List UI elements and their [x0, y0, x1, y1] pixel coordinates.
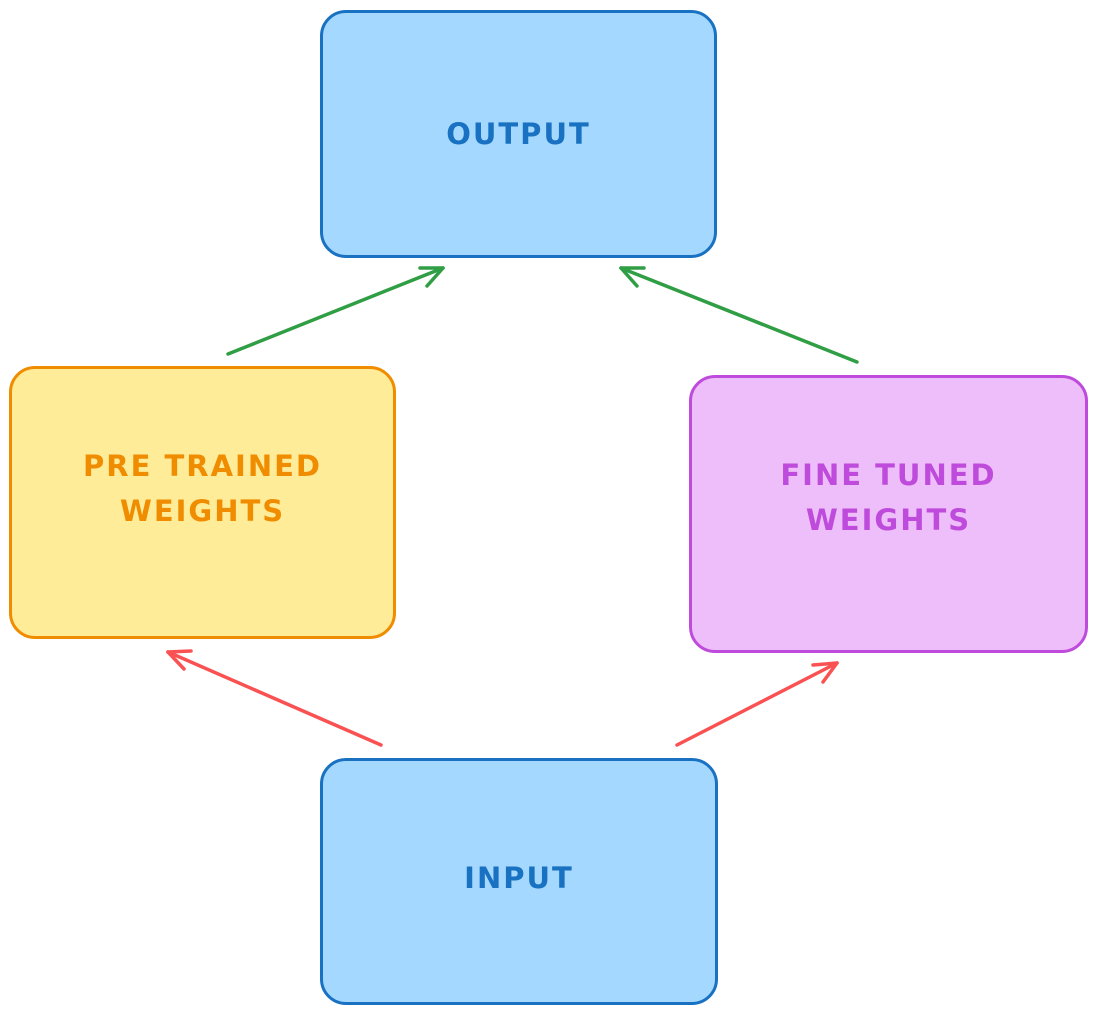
- output-node-label: OUTPUT: [446, 116, 591, 151]
- finetuned-weights-node-label: FINE TUNED WEIGHTS: [780, 458, 997, 537]
- arrow-finetuned-to-output: [619, 266, 859, 364]
- arrow-pretrained-to-output: [226, 266, 445, 356]
- pretrained-weights-node-label: PRE TRAINED WEIGHTS: [83, 448, 322, 528]
- arrow-input-to-pretrained: [166, 649, 383, 747]
- pretrained-weights-node[interactable]: PRE TRAINED WEIGHTS: [9, 366, 396, 639]
- input-node-label: INPUT: [464, 861, 574, 895]
- finetuned-weights-node[interactable]: FINE TUNED WEIGHTS: [689, 375, 1088, 653]
- input-node[interactable]: INPUT: [320, 758, 718, 1005]
- arrow-input-to-finetuned: [675, 661, 839, 747]
- output-node[interactable]: OUTPUT: [320, 10, 717, 258]
